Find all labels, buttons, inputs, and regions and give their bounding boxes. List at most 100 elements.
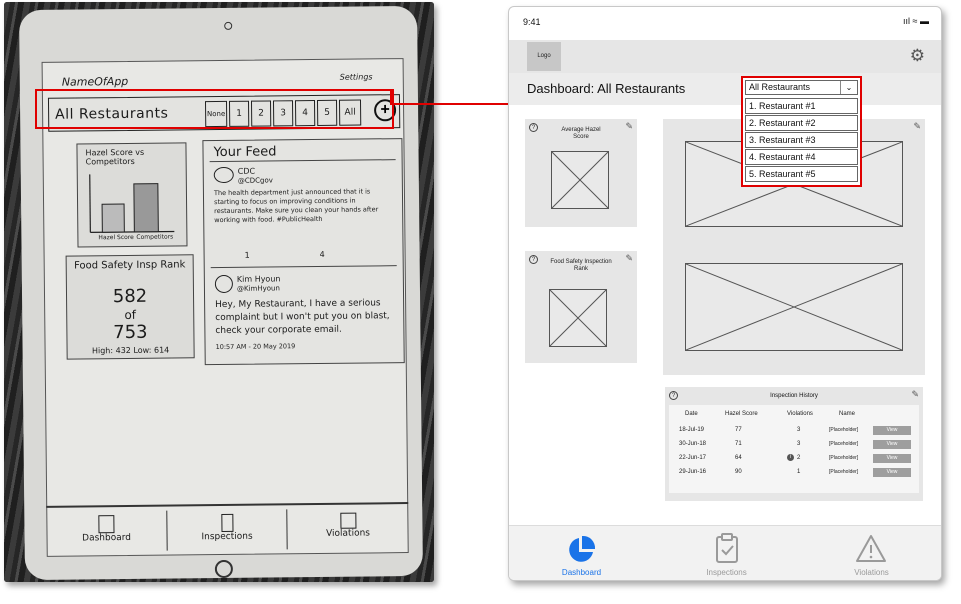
edit-icon[interactable]: ✎ xyxy=(911,389,919,399)
image-placeholder xyxy=(549,289,607,347)
dropdown-selected[interactable]: All Restaurants ⌄ xyxy=(745,80,858,95)
sketch-post-text: The health department just announced tha… xyxy=(213,187,379,225)
cell-score: 77 xyxy=(735,427,742,433)
cell-name: [Placeholder] xyxy=(829,427,859,433)
sketch-rank-range: High: 432 Low: 614 xyxy=(91,345,170,356)
cell-score: 71 xyxy=(735,441,742,447)
sketch-post-text: Hey, My Restaurant, I have a serious com… xyxy=(215,298,390,337)
divider xyxy=(210,265,397,269)
help-icon[interactable]: ? xyxy=(529,255,538,264)
cell-score: 64 xyxy=(735,455,742,461)
sketch-rank-title: Food Safety Insp Rank xyxy=(73,259,186,272)
sketch-x-label: Competitors xyxy=(136,233,174,241)
restaurant-dropdown[interactable]: All Restaurants ⌄ 1. Restaurant #1 2. Re… xyxy=(741,76,862,187)
info-icon[interactable]: i xyxy=(787,454,794,461)
cell-violations: 3 xyxy=(797,441,801,447)
cell-date: 22-Jun-17 xyxy=(679,455,707,461)
sketch-tab-label: Inspections xyxy=(201,531,253,543)
sketch-like-count: 4 xyxy=(319,249,325,259)
cell-name: [Placeholder] xyxy=(829,469,859,475)
sketch-app-name: NameOfApp xyxy=(61,74,129,89)
sketch-retweet-count: 1 xyxy=(244,250,250,260)
pie-chart-icon xyxy=(569,535,596,562)
tab-inspections[interactable]: Inspections xyxy=(654,526,799,580)
sketch-post-handle: @KimHyoun xyxy=(236,284,280,293)
avg-score-panel: ? ✎ Average Hazel Score xyxy=(525,119,637,227)
sketch-rank-card: Food Safety Insp Rank 582 of 753 High: 4… xyxy=(65,254,195,360)
dropdown-selected-label: All Restaurants xyxy=(749,82,811,92)
tab-label: Dashboard xyxy=(561,568,602,577)
dropdown-option[interactable]: 3. Restaurant #3 xyxy=(745,132,858,148)
cell-date: 30-Jun-18 xyxy=(679,441,707,447)
tab-bar: Dashboard Inspections Violations xyxy=(509,525,941,580)
logo[interactable]: Logo xyxy=(527,42,561,71)
sketch-violations-icon xyxy=(339,512,356,529)
inspection-history-panel: ? ✎ Inspection History Date Hazel Score … xyxy=(665,387,923,501)
cell-violations: 1 xyxy=(797,469,801,475)
dropdown-option[interactable]: 5. Restaurant #5 xyxy=(745,166,858,182)
sketch-bar-chart xyxy=(89,174,175,233)
column-header: Date xyxy=(685,411,698,417)
sketch-avatar xyxy=(214,274,233,294)
dropdown-option[interactable]: 2. Restaurant #2 xyxy=(745,115,858,131)
sketch-dashboard-icon xyxy=(98,515,115,534)
inspection-history-title: Inspection History xyxy=(770,393,818,399)
sketch-tablet-paper: NameOfApp Settings All Restaurants None … xyxy=(19,5,423,581)
sketch-clipboard-icon xyxy=(220,513,234,533)
page-title: Dashboard: All Restaurants xyxy=(527,81,686,96)
chart-placeholder xyxy=(685,263,903,351)
sketch-home-button xyxy=(214,559,233,579)
status-time: 9:41 xyxy=(523,17,541,27)
rank-panel: ? ✎ Food Safety Inspection Rank xyxy=(525,251,637,363)
image-placeholder xyxy=(551,151,609,209)
panel-label: Food Safety Inspection Rank xyxy=(550,259,612,272)
sketch-chart-card: Hazel Score vs Competitors Hazel Score C… xyxy=(76,142,188,248)
sketch-post-handle: @CDCgov xyxy=(237,176,273,185)
sketch-rank-total: 753 xyxy=(113,321,148,344)
dropdown-option[interactable]: 1. Restaurant #1 xyxy=(745,98,858,114)
gear-icon[interactable]: ⚙ xyxy=(909,46,925,65)
highlight-box xyxy=(35,89,394,129)
cell-name: [Placeholder] xyxy=(829,441,859,447)
status-icons: ııl ≈ ▬ xyxy=(903,16,929,26)
paper-sketch-photo: NameOfApp Settings All Restaurants None … xyxy=(4,2,434,582)
sketch-feed: Your Feed CDC @CDCgov The health departm… xyxy=(202,138,405,366)
edit-icon[interactable]: ✎ xyxy=(625,253,633,263)
inspection-table: Date Hazel Score Violations Name 18-Jul-… xyxy=(669,405,919,493)
cell-date: 29-Jun-16 xyxy=(679,469,707,475)
sketch-tab-label: Dashboard xyxy=(82,532,132,544)
tab-violations[interactable]: Violations xyxy=(799,526,941,580)
title-bar xyxy=(509,73,941,105)
tab-label: Inspections xyxy=(706,568,747,577)
column-header: Violations xyxy=(787,411,813,417)
sketch-post-author: CDC xyxy=(237,166,256,176)
view-button[interactable]: View xyxy=(873,468,911,477)
sketch-tab: Violations xyxy=(286,508,409,550)
help-icon[interactable]: ? xyxy=(529,123,538,132)
sketch-rank-of: of xyxy=(124,307,137,323)
view-button[interactable]: View xyxy=(873,454,911,463)
sketch-settings: Settings xyxy=(339,72,373,82)
cell-violations: 3 xyxy=(797,427,801,433)
sketch-tab: Dashboard xyxy=(46,511,166,552)
tab-dashboard[interactable]: Dashboard xyxy=(509,526,654,580)
connector-line xyxy=(390,90,392,104)
cell-name: [Placeholder] xyxy=(829,455,859,461)
sketch-post-time: 10:57 AM - 20 May 2019 xyxy=(215,342,296,352)
column-header: Hazel Score xyxy=(725,411,758,417)
view-button[interactable]: View xyxy=(873,440,911,449)
sketch-post-author: Kim Hyoun xyxy=(236,274,281,284)
edit-icon[interactable]: ✎ xyxy=(913,121,921,131)
sketch-rank-value: 582 xyxy=(112,285,148,308)
warning-icon xyxy=(856,535,886,562)
sketch-x-label: Hazel Score xyxy=(98,233,134,242)
chevron-down-icon[interactable]: ⌄ xyxy=(840,81,857,94)
view-button[interactable]: View xyxy=(873,426,911,435)
cell-date: 18-Jul-19 xyxy=(679,427,705,433)
dropdown-option[interactable]: 4. Restaurant #4 xyxy=(745,149,858,165)
wireframe-tablet: 9:41 ııl ≈ ▬ Logo ⚙ Dashboard: All Resta… xyxy=(508,6,942,581)
sketch-tab: Inspections xyxy=(166,509,287,551)
edit-icon[interactable]: ✎ xyxy=(625,121,633,131)
cell-violations: 2 xyxy=(797,455,801,461)
help-icon[interactable]: ? xyxy=(669,391,678,400)
